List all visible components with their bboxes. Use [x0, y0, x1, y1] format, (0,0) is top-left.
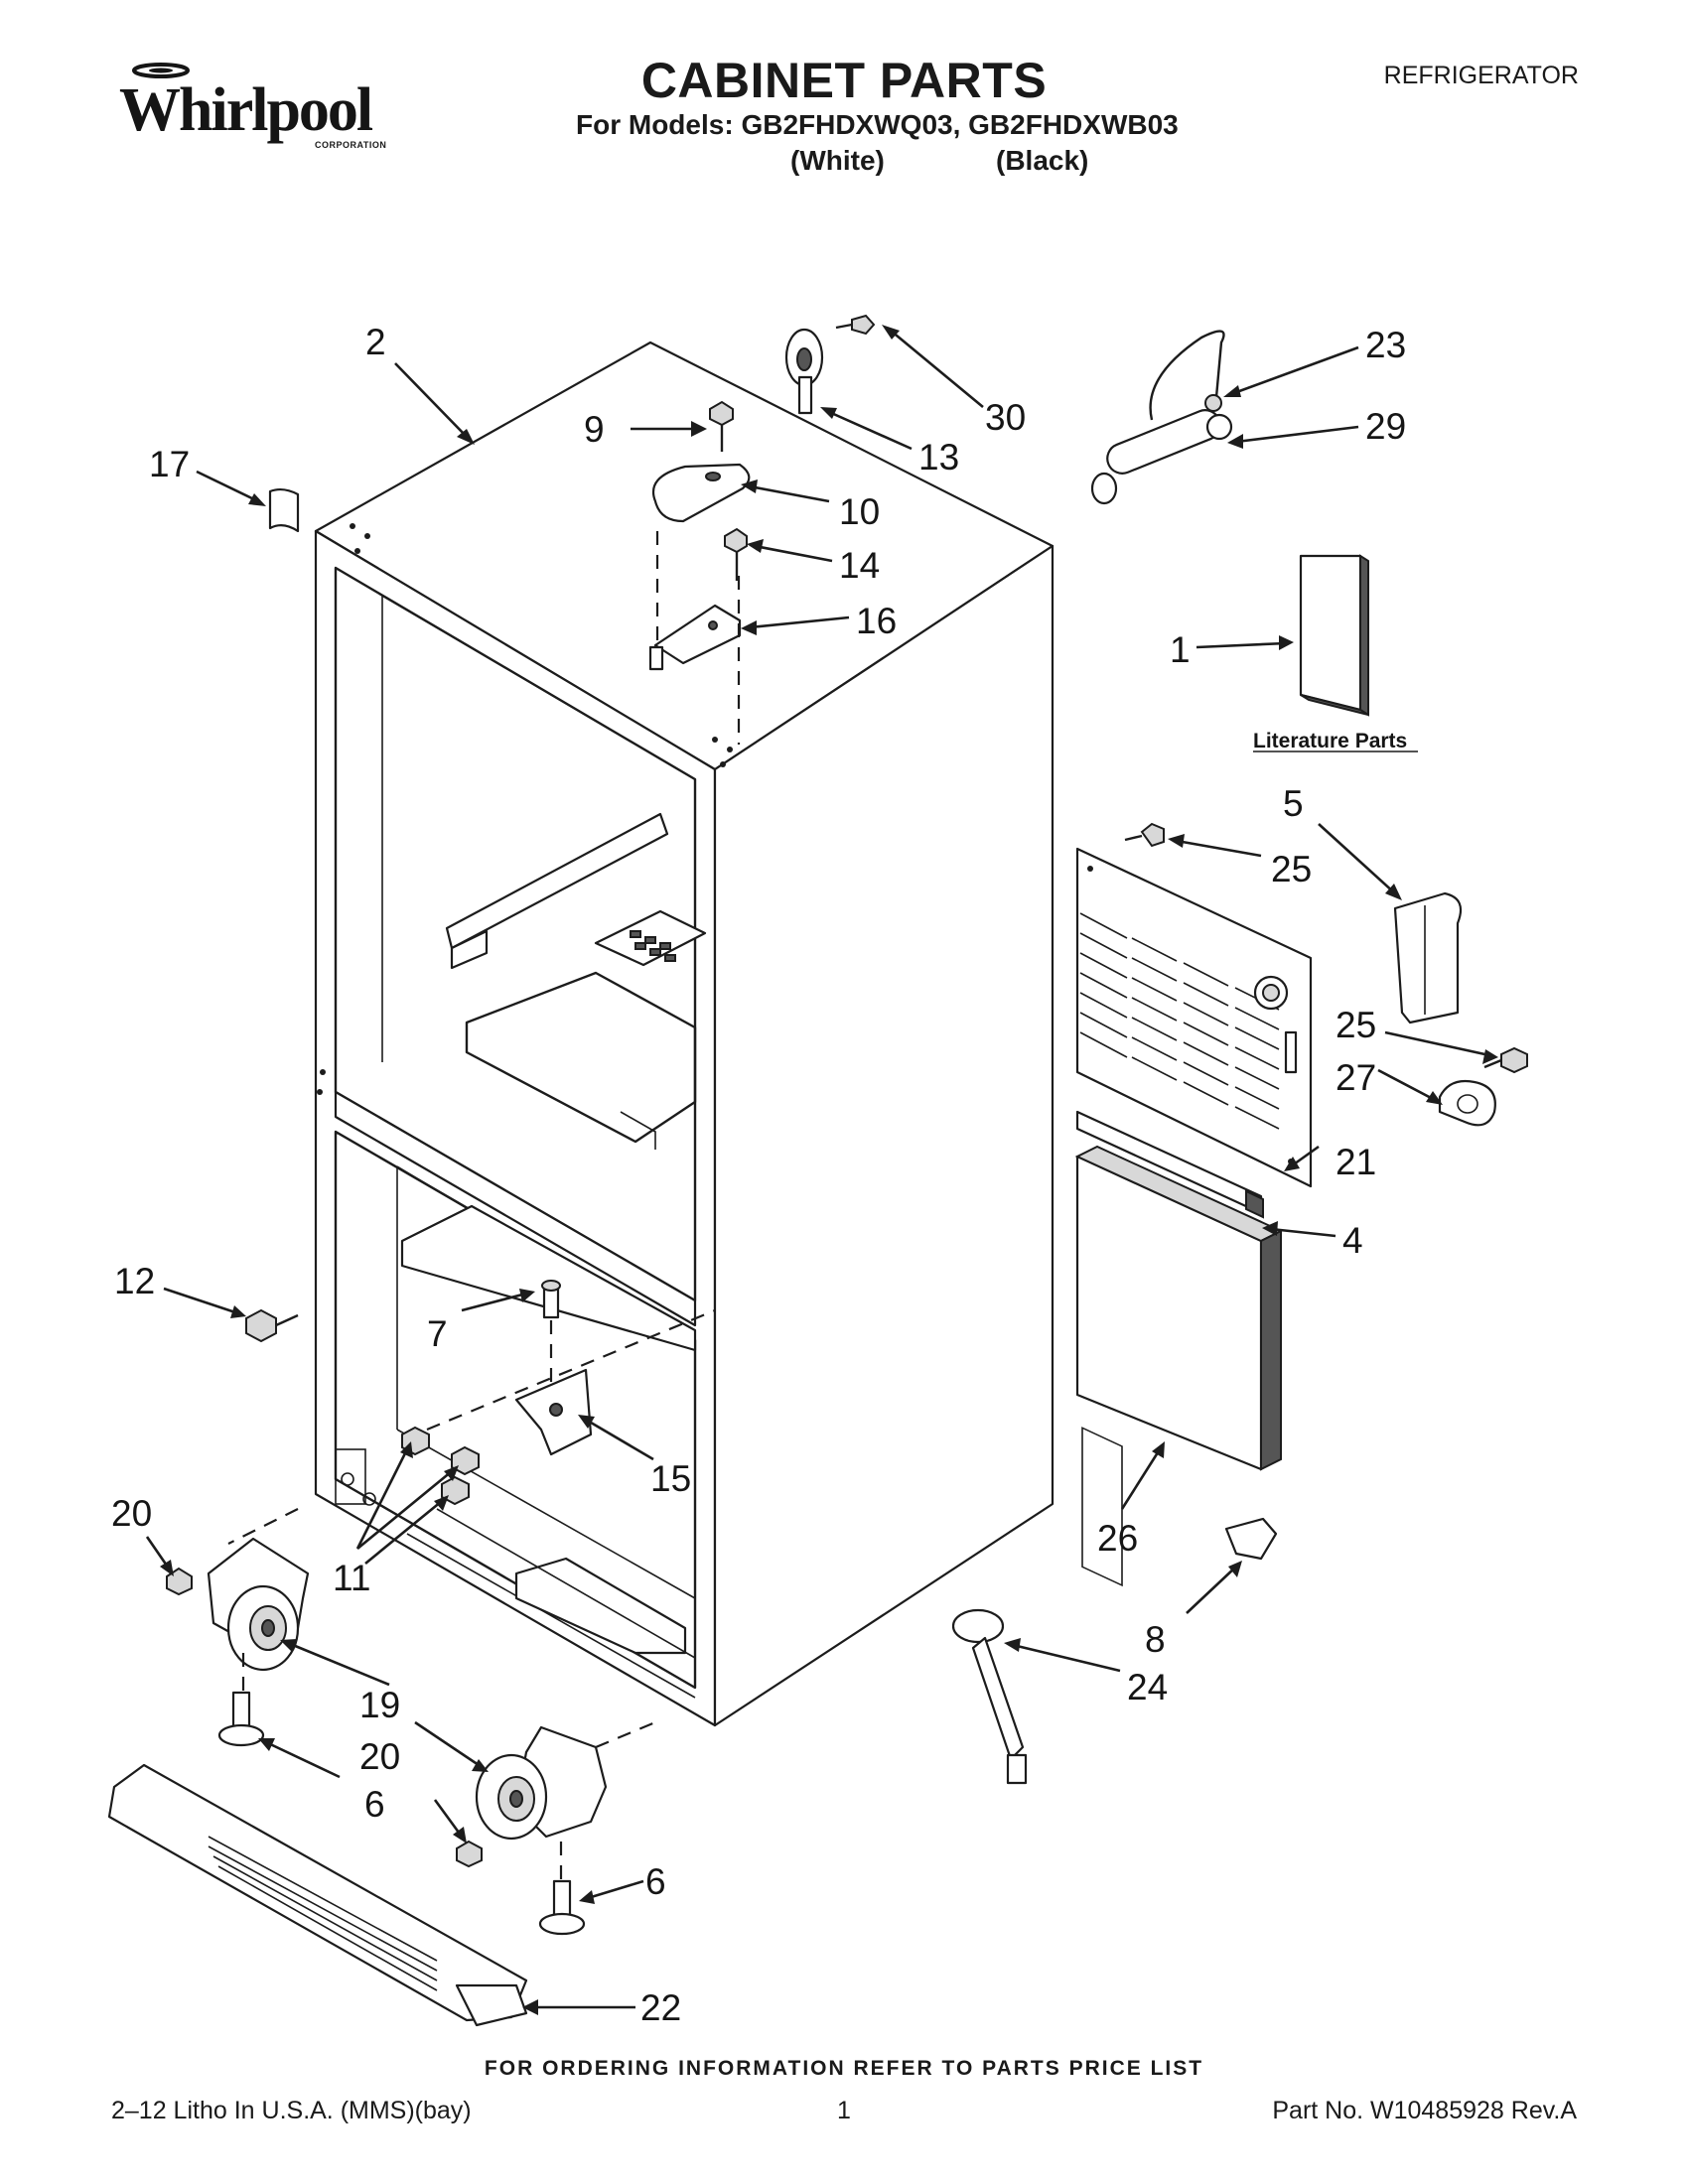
callout-25-lower: 25 — [1336, 1005, 1376, 1045]
callout-6-left: 6 — [364, 1784, 385, 1825]
hinge-screw-9-icon — [709, 400, 734, 427]
vent-slots — [630, 930, 676, 962]
clip-8-icon — [1224, 1517, 1278, 1561]
callout-30: 30 — [985, 397, 1026, 438]
callout-12: 12 — [114, 1261, 155, 1301]
callout-26: 26 — [1097, 1518, 1138, 1559]
water-tube-assembly — [1090, 330, 1233, 505]
callout-22: 22 — [640, 1987, 681, 2028]
callout-1: 1 — [1170, 629, 1191, 670]
leader-arrows — [145, 325, 1498, 2015]
screw-11b-icon — [451, 1445, 480, 1476]
callout-2: 2 — [365, 322, 386, 362]
callout-19: 19 — [359, 1685, 400, 1725]
wrench-24-icon — [951, 1608, 1028, 1785]
seal-17-icon — [268, 487, 300, 533]
callout-21: 21 — [1336, 1142, 1376, 1182]
page-number: 1 — [837, 2097, 851, 2124]
louver-set — [1081, 1427, 1123, 1587]
clamp-27-icon — [1438, 1079, 1496, 1127]
whirlpool-logo: Whirlpool CORPORATION — [109, 58, 387, 167]
callout-27: 27 — [1336, 1057, 1376, 1098]
clip-5-icon — [1393, 891, 1463, 1024]
hinge-cover-10-icon — [652, 463, 751, 523]
litho-info: 2–12 Litho In U.S.A. (MMS)(bay) — [111, 2097, 472, 2124]
right-roller-assembly — [456, 1720, 656, 1881]
callout-14: 14 — [839, 545, 880, 586]
color-white: (White) — [790, 145, 885, 176]
color-black: (Black) — [996, 145, 1089, 176]
callout-20-left: 20 — [111, 1493, 152, 1534]
callout-23: 23 — [1365, 325, 1406, 365]
callout-11: 11 — [333, 1558, 370, 1598]
screw-25b-icon — [1500, 1046, 1528, 1074]
callout-9: 9 — [584, 409, 605, 450]
callout-6-right: 6 — [645, 1861, 666, 1902]
left-roller-assembly — [166, 1508, 310, 1712]
brand-subtitle: CORPORATION — [315, 140, 387, 150]
literature-booklet — [1299, 554, 1369, 717]
screw-30-icon — [851, 314, 876, 336]
rear-access-panel — [1075, 847, 1313, 1587]
screw-12-icon — [245, 1308, 277, 1343]
callout-15: 15 — [650, 1458, 691, 1499]
callout-17: 17 — [149, 444, 190, 484]
callout-13: 13 — [918, 437, 959, 478]
brand-name: Whirlpool — [119, 76, 373, 144]
models-line: For Models: GB2FHDXWQ03, GB2FHDXWB03 — [576, 109, 1179, 140]
callout-25-upper: 25 — [1271, 849, 1312, 889]
callout-7: 7 — [427, 1313, 448, 1354]
leveling-leg-6a — [217, 1691, 265, 1747]
top-hinge-group — [648, 314, 876, 745]
ordering-note: FOR ORDERING INFORMATION REFER TO PARTS … — [484, 2057, 1204, 2080]
screw-25a-icon — [1140, 822, 1165, 848]
logo-swoosh-icon — [132, 63, 190, 78]
callout-10: 10 — [839, 491, 880, 532]
cabinet-body — [314, 341, 1055, 1727]
callout-20-right: 20 — [359, 1736, 400, 1777]
callout-24: 24 — [1127, 1667, 1168, 1707]
screw-20b-icon — [456, 1840, 483, 1868]
callout-8: 8 — [1145, 1619, 1166, 1660]
callout-4: 4 — [1342, 1220, 1363, 1261]
appliance-type: REFRIGERATOR — [1383, 62, 1579, 89]
part-number: Part No. W10485928 Rev.A — [1272, 2097, 1577, 2124]
callout-labels: 2 9 30 13 23 29 17 10 14 16 1 Literature… — [111, 322, 1418, 2028]
callout-5: 5 — [1283, 783, 1304, 824]
hinge-screw-14-icon — [724, 527, 748, 554]
callout-29: 29 — [1365, 406, 1406, 447]
page-title: CABINET PARTS — [640, 53, 1048, 108]
literature-parts-label: Literature Parts — [1253, 730, 1407, 752]
callout-16: 16 — [856, 601, 897, 641]
leveling-leg-6b — [538, 1879, 586, 1936]
toe-grille-22 — [107, 1763, 528, 2027]
screw-11c-icon — [441, 1475, 470, 1506]
